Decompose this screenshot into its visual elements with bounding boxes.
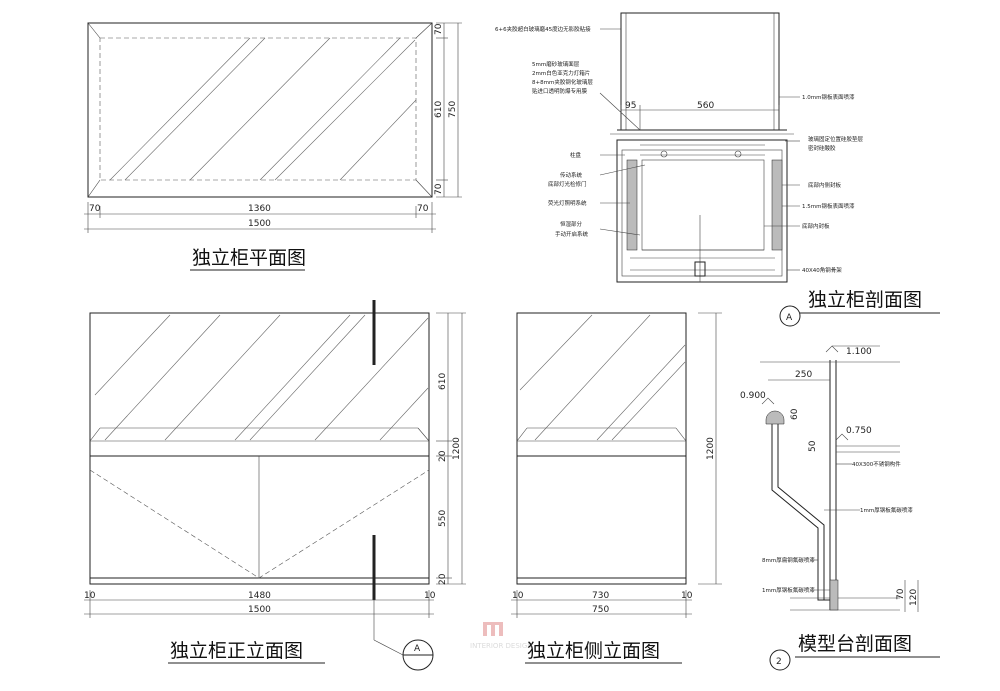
side-bottom-total: 750 bbox=[592, 605, 609, 615]
platform-level-0750: 0.750 bbox=[846, 426, 872, 436]
watermark-text: INTERIOR DESIGN bbox=[470, 642, 533, 650]
section-a-marker bbox=[779, 305, 801, 327]
front-elevation-view: A 610 20 550 20 1200 10 1480 10 1500 独立柜… bbox=[84, 300, 466, 671]
front-bottom-left: 10 bbox=[84, 591, 96, 601]
front-bottom-total: 1500 bbox=[248, 605, 271, 615]
section-note-l3: 8+8mm夹胶钢化玻璃层 bbox=[532, 78, 593, 86]
side-title: 独立柜侧立面图 bbox=[527, 640, 660, 662]
platform-marker-label: 2 bbox=[776, 657, 782, 667]
section-note-r4: 1.5mm钢板表面喷漆 bbox=[802, 202, 855, 210]
section-note-r1: 玻璃固定位置硅胶垫层 bbox=[808, 135, 864, 143]
section-a-view: 95 560 6+6夹胶超白玻璃磨45度边无影胶粘接 5mm磨砂玻璃面层 2mm… bbox=[495, 12, 940, 327]
plan-dim-top: 70 bbox=[434, 23, 444, 35]
platform-level-1100: 1.100 bbox=[846, 347, 872, 357]
front-title: 独立柜正立面图 bbox=[170, 640, 303, 662]
section-note-l0: 6+6夹胶超白玻璃磨45度边无影胶粘接 bbox=[495, 25, 591, 33]
section-note-l5: 柱盘 bbox=[570, 151, 582, 159]
platform-note-2: 8mm厚扁钢氟碳喷漆 bbox=[762, 556, 815, 564]
platform-marker bbox=[769, 649, 791, 671]
section-a-title: 独立柜剖面图 bbox=[808, 289, 922, 311]
platform-note-3: 1mm厚钢板氟碳喷漆 bbox=[762, 586, 815, 594]
platform-dim-70: 70 bbox=[896, 588, 906, 600]
section-note-r3: 底部内侧封板 bbox=[808, 181, 842, 189]
side-bottom-right: 10 bbox=[681, 591, 693, 601]
section-note-r0: 1.0mm钢板表面喷漆 bbox=[802, 93, 855, 101]
platform-width-250: 250 bbox=[795, 370, 812, 380]
plan-dim-mid: 610 bbox=[434, 101, 444, 118]
section-note-r5: 底部内封板 bbox=[802, 222, 830, 230]
platform-dim-120: 120 bbox=[909, 589, 919, 606]
plan-bottom-left: 70 bbox=[89, 204, 101, 214]
front-dim-20a: 20 bbox=[438, 450, 448, 462]
front-dim-total: 1200 bbox=[452, 437, 462, 460]
watermark: INTERIOR DESIGN bbox=[470, 622, 533, 650]
side-bottom-mid: 730 bbox=[592, 591, 609, 601]
side-elevation-view: 1200 10 730 10 750 独立柜侧立面图 bbox=[511, 312, 722, 664]
plan-bottom-right: 70 bbox=[417, 204, 429, 214]
section-a-marker-label: A bbox=[786, 313, 793, 323]
plan-title: 独立柜平面图 bbox=[192, 247, 306, 269]
platform-level-0900: 0.900 bbox=[740, 391, 766, 401]
platform-note-1: 1mm厚钢板氟碳喷漆 bbox=[860, 506, 913, 514]
section-dim-left: 95 bbox=[625, 101, 636, 111]
section-note-l1: 5mm磨砂玻璃面层 bbox=[532, 60, 580, 68]
platform-lip-60: 60 bbox=[790, 408, 800, 420]
plan-bottom-total: 1500 bbox=[248, 219, 271, 229]
front-dim-550: 550 bbox=[438, 510, 448, 527]
front-dim-20b: 20 bbox=[438, 573, 448, 585]
side-dim-total: 1200 bbox=[706, 437, 716, 460]
section-note-l9: 恒湿部分 bbox=[560, 220, 583, 228]
front-bottom-right: 10 bbox=[424, 591, 436, 601]
plan-view: 70 610 70 750 70 1360 70 1500 独立柜平面图 bbox=[84, 22, 462, 271]
section-note-l4: 贴进口透明防爆专用膜 bbox=[532, 87, 588, 95]
section-note-l8: 荧光灯照明系统 bbox=[548, 199, 587, 207]
front-bottom-mid: 1480 bbox=[248, 591, 271, 601]
side-bottom-left: 10 bbox=[512, 591, 524, 601]
front-cut-marker-label: A bbox=[414, 644, 421, 654]
front-dim-610: 610 bbox=[438, 373, 448, 390]
platform-base-50: 50 bbox=[808, 440, 818, 452]
plan-dim-bottom: 70 bbox=[434, 183, 444, 195]
section-note-l7: 底部灯光检修门 bbox=[548, 180, 587, 188]
section-note-r2: 密封硅酸胶 bbox=[808, 144, 836, 152]
platform-section-view: 1.100 0.900 0.750 250 60 50 40X300不锈钢构件 … bbox=[740, 345, 940, 671]
section-note-l10: 手动开启系统 bbox=[555, 230, 589, 238]
section-note-r6: 40X40角钢骨架 bbox=[802, 266, 842, 274]
section-note-l6: 传动系统 bbox=[560, 171, 583, 179]
section-dim-mid: 560 bbox=[697, 101, 714, 111]
plan-dim-total: 750 bbox=[448, 101, 458, 118]
section-note-l2: 2mm白色亚克力灯箱片 bbox=[532, 69, 590, 77]
plan-bottom-mid: 1360 bbox=[248, 204, 271, 214]
platform-title: 模型台剖面图 bbox=[798, 633, 912, 655]
platform-note-0: 40X300不锈钢构件 bbox=[852, 460, 901, 468]
